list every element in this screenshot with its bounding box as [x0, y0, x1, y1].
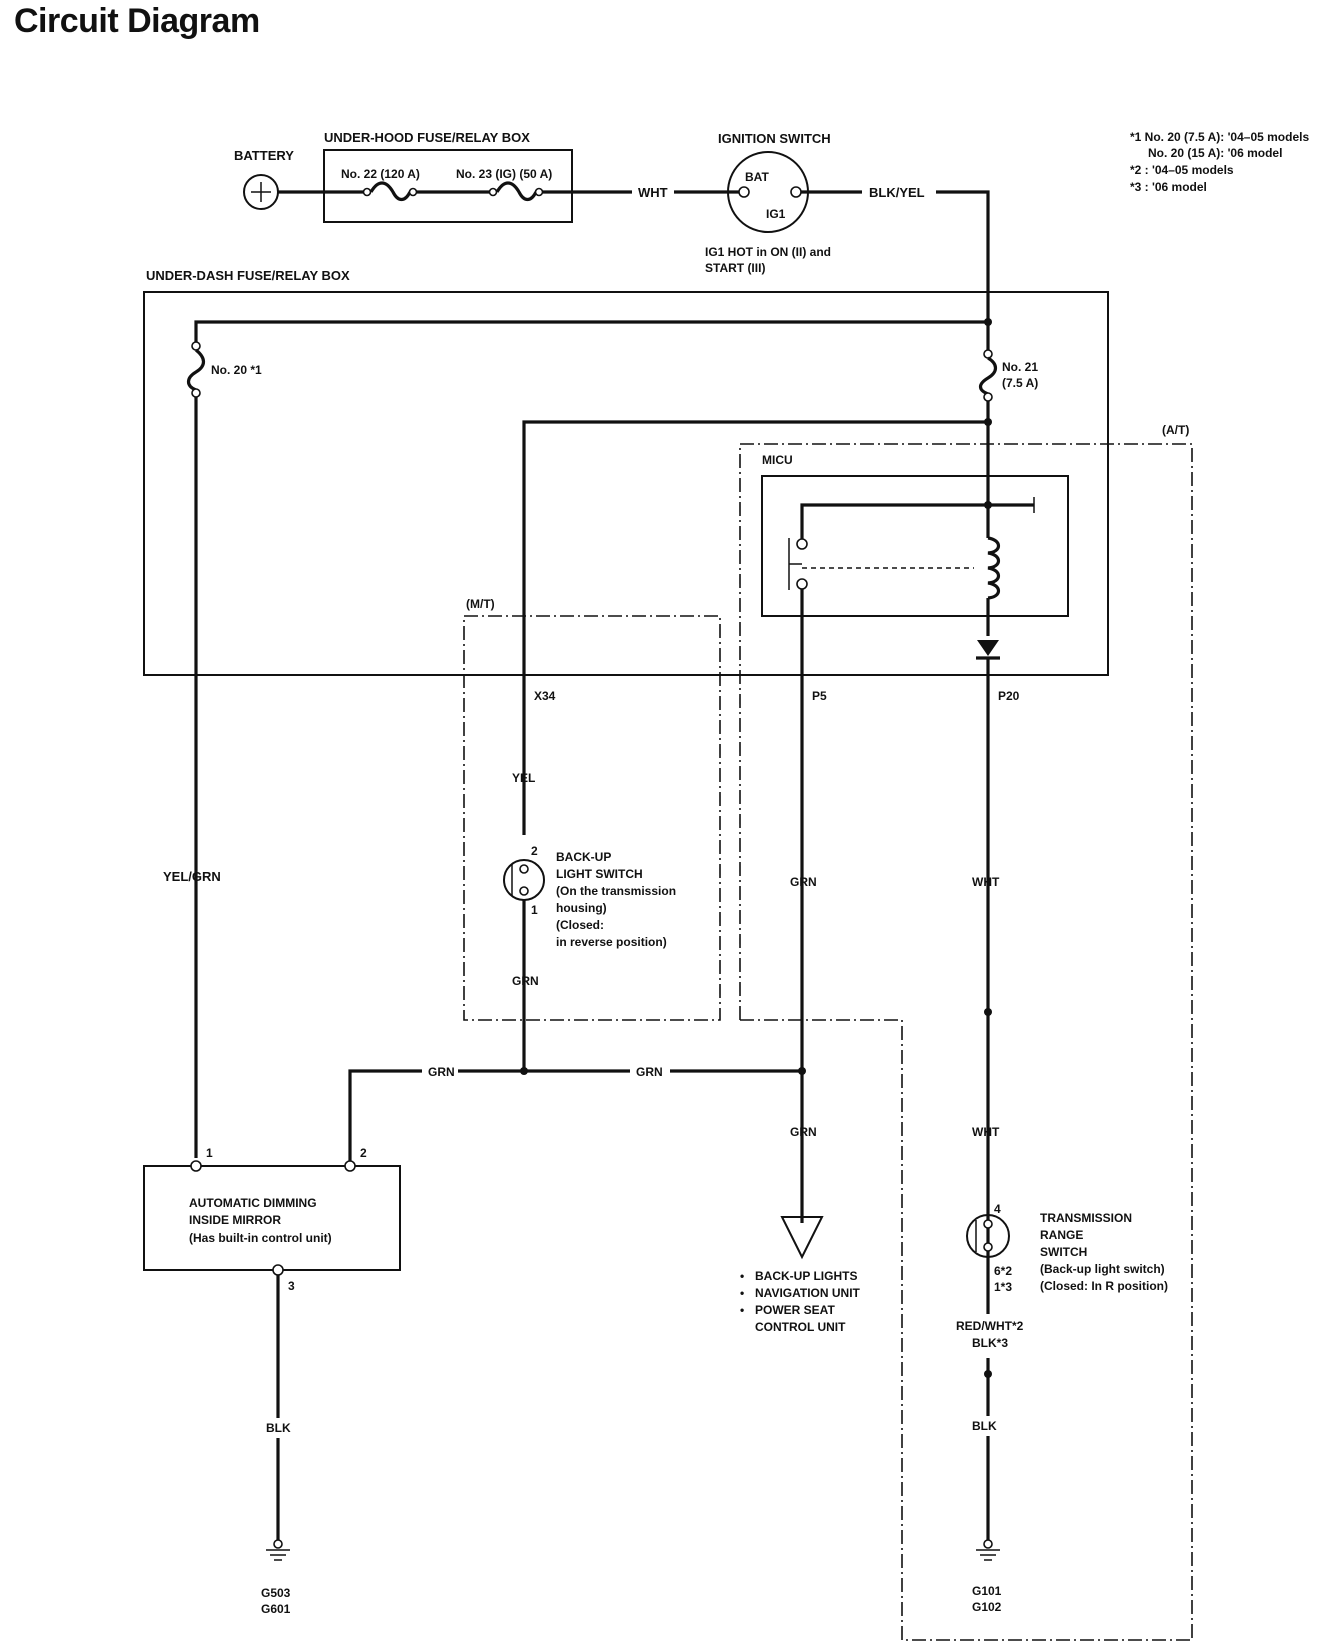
- trs-label: TRANSMISSION: [1040, 1211, 1132, 1225]
- wire-label-grn: GRN: [790, 875, 817, 889]
- ground-label: G601: [261, 1602, 291, 1616]
- load-item: BACK-UP LIGHTS: [755, 1269, 857, 1283]
- micu-label: MICU: [762, 453, 793, 467]
- mirror-label: INSIDE MIRROR: [189, 1213, 281, 1227]
- backup-switch-label: LIGHT SWITCH: [556, 867, 643, 881]
- backup-switch-pin-2: 2: [531, 844, 538, 858]
- wire-label-blk-yel: BLK/YEL: [869, 185, 925, 200]
- connector-p20: P20: [998, 689, 1020, 703]
- fuse-23-label: No. 23 (IG) (50 A): [456, 167, 552, 181]
- transmission-range-switch: 4 6*2 1*3 TRANSMISSION RANGE SWITCH (Bac…: [966, 1202, 1168, 1294]
- backup-switch-pin-1: 1: [531, 903, 538, 917]
- wire-label-grn: GRN: [636, 1065, 663, 1079]
- backup-switch-label: housing): [556, 901, 607, 915]
- fuse-21-label: No. 21: [1002, 360, 1038, 374]
- load-item: CONTROL UNIT: [755, 1320, 846, 1334]
- ground-label: G102: [972, 1600, 1002, 1614]
- at-label: (A/T): [1162, 423, 1189, 437]
- wire-label-blk: BLK: [266, 1421, 291, 1435]
- ign-ig1-label: IG1: [766, 207, 786, 221]
- wire-label-grn: GRN: [790, 1125, 817, 1139]
- connector-x34: X34: [534, 689, 556, 703]
- ignition-switch-label: IGNITION SWITCH: [718, 131, 831, 146]
- load-item: NAVIGATION UNIT: [755, 1286, 861, 1300]
- ground-label: G101: [972, 1584, 1002, 1598]
- mirror-pin-3: 3: [288, 1279, 295, 1293]
- backup-switch-label: (Closed:: [556, 918, 604, 932]
- battery-label: BATTERY: [234, 148, 294, 163]
- ground-label: G503: [261, 1586, 291, 1600]
- trs-label: SWITCH: [1040, 1245, 1087, 1259]
- footnotes: *1 No. 20 (7.5 A): '04–05 models No. 20 …: [1130, 130, 1309, 194]
- note-line: *2 : '04–05 models: [1130, 163, 1234, 177]
- wire-label-red-wht: RED/WHT*2: [956, 1319, 1024, 1333]
- fuse-21-label: (7.5 A): [1002, 376, 1038, 390]
- ground-left: G503 G601: [261, 1539, 291, 1616]
- backup-switch-label: BACK-UP: [556, 850, 611, 864]
- mirror-label: AUTOMATIC DIMMING: [189, 1196, 317, 1210]
- wire-label-wht: WHT: [638, 185, 668, 200]
- ground-right: G101 G102: [972, 1442, 1002, 1614]
- fuse-22-label: No. 22 (120 A): [341, 167, 420, 181]
- wire-label-wht: WHT: [972, 1125, 1000, 1139]
- wire-label-yel: YEL: [512, 771, 535, 785]
- mirror-pin-2: 2: [360, 1146, 367, 1160]
- wire-label-blk: BLK: [972, 1419, 997, 1433]
- backup-switch-label: in reverse position): [556, 935, 667, 949]
- ign-note: START (III): [705, 261, 765, 275]
- wire-label-yel-grn: YEL/GRN: [163, 869, 221, 884]
- wire-label-wht: WHT: [972, 875, 1000, 889]
- load-bullet: •: [740, 1269, 744, 1283]
- mirror-label: (Has built-in control unit): [189, 1231, 332, 1245]
- note-line: No. 20 (15 A): '06 model: [1148, 146, 1282, 160]
- load-list: • BACK-UP LIGHTS • NAVIGATION UNIT • POW…: [740, 1269, 861, 1334]
- load-bullet: •: [740, 1303, 744, 1317]
- underhood-fuse-box: UNDER-HOOD FUSE/RELAY BOX No. 22 (120 A)…: [323, 130, 573, 223]
- underhood-box-label: UNDER-HOOD FUSE/RELAY BOX: [324, 130, 530, 145]
- auto-dimming-mirror: 1 2 3 AUTOMATIC DIMMING INSIDE MIRROR (H…: [143, 1146, 401, 1293]
- wire-label-grn: GRN: [512, 974, 539, 988]
- mt-label: (M/T): [466, 597, 495, 611]
- trs-label: (Back-up light switch): [1040, 1262, 1165, 1276]
- trs-pin-4: 4: [994, 1202, 1001, 1216]
- micu: MICU: [761, 453, 1069, 617]
- load-bullet: •: [740, 1286, 744, 1300]
- underdash-fuse-box: UNDER-DASH FUSE/RELAY BOX: [143, 268, 1109, 676]
- trs-label: (Closed: In R position): [1040, 1279, 1168, 1293]
- page-title: Circuit Diagram: [14, 2, 260, 40]
- connector-p5: P5: [812, 689, 827, 703]
- backup-light-switch: 2 1 BACK-UP LIGHT SWITCH (On the transmi…: [503, 844, 676, 949]
- trs-label: RANGE: [1040, 1228, 1083, 1242]
- load-item: POWER SEAT: [755, 1303, 835, 1317]
- trs-pin-1: 1*3: [994, 1280, 1012, 1294]
- note-line: *1 No. 20 (7.5 A): '04–05 models: [1130, 130, 1309, 144]
- wire-label-blk: BLK*3: [972, 1336, 1008, 1350]
- ign-note: IG1 HOT in ON (II) and: [705, 245, 831, 259]
- wire-label-grn: GRN: [428, 1065, 455, 1079]
- ignition-switch: IGNITION SWITCH BAT IG1 IG1 HOT in ON (I…: [705, 131, 831, 275]
- backup-switch-label: (On the transmission: [556, 884, 676, 898]
- trs-pin-6: 6*2: [994, 1264, 1012, 1278]
- fuse-20-label: No. 20 *1: [211, 363, 262, 377]
- note-line: *3 : '06 model: [1130, 180, 1207, 194]
- battery: BATTERY: [234, 148, 294, 210]
- underdash-box-label: UNDER-DASH FUSE/RELAY BOX: [146, 268, 350, 283]
- ign-bat-label: BAT: [745, 170, 769, 184]
- mirror-pin-1: 1: [206, 1146, 213, 1160]
